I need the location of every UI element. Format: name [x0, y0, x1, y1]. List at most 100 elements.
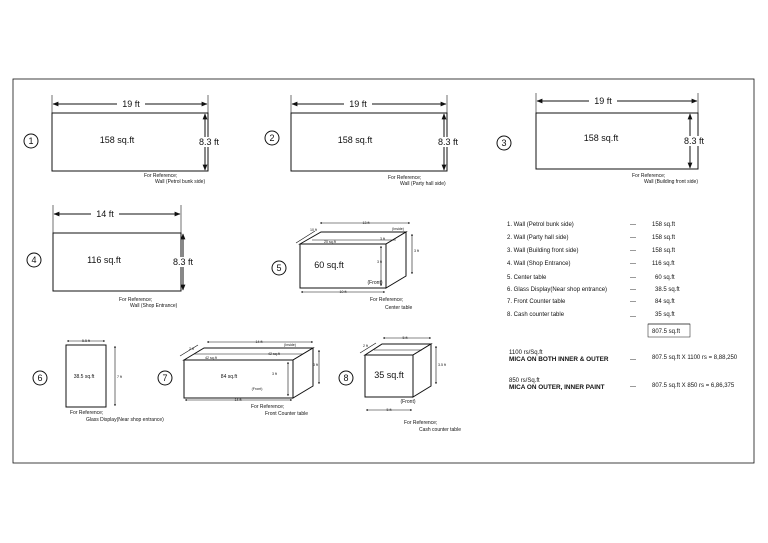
center-table-width-label: 10 ft	[310, 228, 317, 232]
center-table-ref-line1: For Reference;	[370, 297, 403, 303]
cash-counter-ref-line2: Cash counter table	[419, 427, 461, 433]
summary-row-3-value: 158 sq.ft	[652, 248, 675, 254]
summary-row-5-label: 5. Center table	[507, 275, 547, 281]
glass-display-width-label: 5.5 ft	[82, 339, 90, 343]
glass-display-diagram: 6 5.5 ft 38.5 sq.ft 7 ft For Reference; …	[32, 339, 164, 423]
wall-1-diagram: 1 19 ft 158 sq.ft 8.3 ft For Reference; …	[23, 95, 221, 185]
summary-total: 807.5 sq.ft	[652, 329, 680, 335]
summary-row-3-dash: —	[630, 248, 636, 254]
wall-3-number: 3	[501, 138, 506, 148]
cash-counter-bottom-length: 5 ft	[387, 408, 392, 412]
summary-row-3-label: 3. Wall (Building front side)	[507, 248, 578, 254]
wall-2-diagram: 2 19 ft 158 sq.ft 8.3 ft For Reference; …	[264, 95, 460, 187]
rate-1-dash: —	[630, 357, 636, 363]
cash-counter-front: (Front)	[401, 399, 416, 405]
center-table-area: 60 sq.ft	[314, 260, 344, 270]
front-counter-depth: 2 ft	[189, 347, 194, 351]
wall-1-height-label: 8.3 ft	[199, 137, 220, 147]
cash-counter-number: 8	[343, 373, 348, 383]
wall-2-ref-line1: For Reference;	[388, 175, 421, 181]
wall-4-number: 4	[31, 255, 36, 265]
rate-1-calc: 807.5 sq.ft X 1100 rs = 8,88,250	[652, 355, 738, 361]
center-table-number: 5	[276, 263, 281, 273]
wall-4-outline	[52, 232, 182, 292]
wall-3-height-label: 8.3 ft	[684, 136, 705, 146]
wall-1-ref-line2: Wall (Petrol bunk side)	[155, 179, 205, 185]
summary-row-6-label: 6. Glass Display(Near shop entrance)	[507, 287, 607, 293]
wall-1-width-label: 19 ft	[122, 99, 140, 109]
wall-3-ref-line2: Wall (Building front side)	[644, 179, 698, 185]
wall-4-area: 116 sq.ft	[87, 255, 121, 265]
summary-row-5-value: 60 sq.ft	[655, 275, 675, 281]
wall-1-area: 158 sq.ft	[100, 135, 135, 145]
center-table-ref-line2: Center table	[385, 305, 412, 311]
summary-row-7-value: 84 sq.ft	[655, 299, 675, 305]
wall-2-area: 158 sq.ft	[338, 135, 373, 145]
front-counter-front: (Front)	[252, 387, 263, 391]
glass-display-number: 6	[37, 373, 42, 383]
wall-1-number: 1	[28, 136, 33, 146]
cash-counter-top-length: 5 ft	[403, 336, 408, 340]
cash-counter-depth: 2 ft	[363, 344, 368, 348]
wall-3-diagram: 3 19 ft 158 sq.ft 8.3 ft For Reference; …	[496, 93, 706, 185]
cash-counter-ref-line1: For Reference;	[404, 420, 437, 426]
center-table-side-depth: 3 ft	[380, 237, 385, 241]
wall-1-ref-line1: For Reference;	[144, 173, 177, 179]
summary-row-7-dash: —	[630, 299, 636, 305]
summary-total-box	[647, 323, 691, 338]
summary-row-6-dash: —	[630, 287, 636, 293]
wall-4-ref-line1: For Reference;	[119, 297, 152, 303]
front-counter-top-length: 14 ft	[256, 340, 263, 344]
front-counter-right-height: 3 ft	[313, 363, 318, 367]
center-table-diagram: 5 13 ft (Inside) 20 sq.ft 3 ft 10 ft 60 …	[271, 221, 419, 311]
summary-row-8-value: 35 sq.ft	[655, 312, 675, 318]
summary-row-2-dash: —	[630, 235, 636, 241]
summary-row-7-label: 7. Front Counter table	[507, 299, 566, 305]
wall-3-ref-line1: For Reference;	[632, 173, 665, 179]
cash-counter-diagram: 8 5 ft (Inside) 2 ft 35 sq.ft 3.5 ft (Fr…	[338, 336, 461, 433]
summary-row-4-dash: —	[630, 261, 636, 267]
wall-3-area: 158 sq.ft	[584, 133, 619, 143]
center-table-inside: (Inside)	[392, 227, 404, 231]
rate-1-top: 1100 rs/Sq.ft	[509, 350, 543, 356]
front-counter-bottom-length: 14 ft	[235, 398, 242, 402]
wall-4-ref-line2: Wall (Shop Entrance)	[130, 303, 178, 309]
rate-1-label: MICA ON BOTH INNER & OUTER	[509, 356, 609, 363]
summary-row-6-value: 38.5 sq.ft	[655, 287, 680, 293]
center-table-top-inner: 20 sq.ft	[324, 240, 336, 244]
glass-display-height-label: 7 ft	[117, 375, 122, 379]
rate-2-calc: 807.5 sq.ft X 850 rs = 6,86,375	[652, 383, 735, 389]
summary-row-4-value: 116 sq.ft	[652, 261, 675, 267]
cash-counter-height-label: 3.5 ft	[438, 363, 446, 367]
center-table-top-length: 13 ft	[363, 221, 370, 225]
summary-row-2-label: 2. Wall (Party hall side)	[507, 235, 568, 241]
front-counter-top-left: 42 sq.ft	[205, 356, 217, 360]
wall-4-width-label: 14 ft	[96, 209, 114, 219]
wall-4-height-label: 8.3 ft	[173, 257, 194, 267]
sheet-border	[12, 78, 755, 464]
summary-row-1-value: 158 sq.ft	[652, 222, 675, 228]
glass-display-ref-line1: For Reference;	[70, 410, 103, 416]
wall-2-height-label: 8.3 ft	[438, 137, 459, 147]
front-counter-ref-line2: Front Counter table	[265, 411, 308, 417]
front-counter-top-right: 42 sq.ft	[268, 352, 280, 356]
front-counter-area: 84 sq.ft	[221, 374, 238, 380]
summary-row-1-dash: —	[630, 222, 636, 228]
center-table-right-height: 3 ft	[414, 249, 419, 253]
cash-counter-area: 35 sq.ft	[374, 370, 404, 380]
summary-row-8-label: 8. Cash counter table	[507, 312, 565, 318]
front-counter-height-label: 3 ft	[272, 372, 277, 376]
wall-2-width-label: 19 ft	[349, 99, 367, 109]
center-table-front-face	[299, 243, 387, 289]
front-counter-front-face	[183, 359, 294, 399]
wall-2-ref-line2: Wall (Party hall side)	[400, 181, 446, 187]
glass-display-ref-line2: Glass Display(Near shop entrance)	[86, 417, 164, 423]
summary-row-4-label: 4. Wall (Shop Entrance)	[507, 261, 570, 267]
center-table-bottom-length: 10 ft	[340, 290, 347, 294]
summary-row-2-value: 158 sq.ft	[652, 235, 675, 241]
glass-display-area: 38.5 sq.ft	[74, 374, 95, 380]
rate-2-dash: —	[630, 384, 636, 390]
center-table-front: (Front)	[368, 280, 383, 286]
rate-2-top: 850 rs/Sq.ft	[509, 378, 540, 384]
